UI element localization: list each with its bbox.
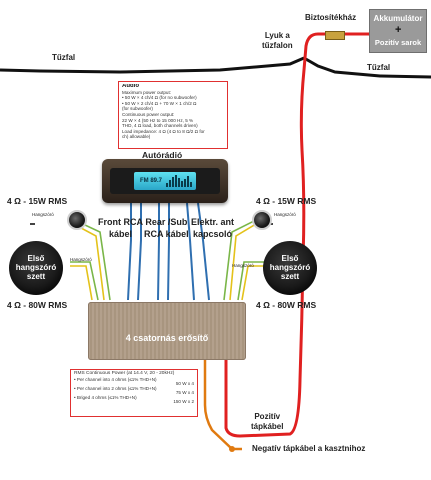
plus-icon: +	[395, 24, 402, 36]
audio-spec-line: Continuous power output:	[122, 111, 175, 117]
battery-label: Akkumulátor	[373, 14, 423, 23]
audio-spec-line: Load impedance: 4 Ω (4 Ω to 8 Ω/2 Ω for	[122, 128, 205, 134]
firewall-line-left	[0, 56, 305, 74]
amplifier-label: 4 csatornás erősítő	[125, 333, 209, 343]
rear-sub-line-2: RCA kábel	[144, 229, 189, 239]
woofer-right-line-3: szett	[280, 272, 300, 281]
ground-cable-label: Negatív tápkábel a kasztnihoz	[252, 444, 366, 453]
woofer-right-line-1: Első	[281, 254, 299, 263]
remote-line-2: kapcsoló	[193, 229, 233, 239]
head-unit-label: Autórádió	[142, 150, 183, 160]
tweeter-left-rating: 4 Ω - 15W RMS	[7, 196, 68, 206]
rms-spec-value: 150 W x 2	[173, 399, 194, 404]
woofer-wire-left-label: Hangszóró	[70, 257, 92, 262]
fuse-holder	[325, 31, 345, 40]
rms-spec-box: RMS Continuous Power (at 14.4 V, 20 - 20…	[70, 369, 198, 417]
tweeter-wire-left-label: Hangszóró	[32, 212, 54, 217]
rear-sub-line-1: Rear /Sub	[145, 217, 188, 227]
woofer-right-rating: 4 Ω - 80W RMS	[256, 300, 317, 310]
ground-terminal	[229, 446, 235, 452]
audio-spec-line: • 50 W × 2 ch/4 Ω + 70 W × 1 ch/2 Ω	[122, 100, 197, 106]
audio-spec-line: • 50 W × 4 ch/4 Ω (for no subwoofer)	[122, 95, 197, 101]
amplifier: 4 csatornás erősítő	[88, 302, 246, 360]
woofer-left-line-2: hangszóró	[15, 263, 57, 272]
front-rca-line-1: Front RCA	[98, 217, 143, 227]
positive-power-wire	[224, 32, 325, 438]
rms-spec-value: 75 W x 4	[175, 390, 194, 395]
radio-display: FM 89.7	[134, 172, 196, 190]
front-rca-line-2: kábel	[108, 229, 132, 239]
firewall-line-right	[303, 56, 431, 79]
woofer-right: Első hangszóró szett	[263, 241, 317, 295]
rear-sub-rca-label: Rear /Sub RCA kábel	[144, 216, 189, 240]
rms-spec-text: • Briged 4 ohms (≤1% THD+N)	[74, 395, 137, 400]
firewall-label-right: Tűzfal	[367, 63, 391, 72]
rms-spec-row: • Per channel into 2 ohms (≤1% THD+N) 75…	[74, 386, 194, 395]
audio-spec-line: ch) allowable)	[122, 134, 151, 140]
audio-spec-line: THD, 4 Ω load, both channels driven)	[122, 123, 198, 129]
radio-frequency: FM 89.7	[140, 178, 163, 184]
audio-spec-line: 22 W × 4 (50 Hz to 15 000 Hz, 5 %	[122, 117, 194, 123]
tweeter-left	[67, 210, 87, 230]
audio-spec-title: Audio	[122, 84, 139, 89]
woofer-left-label: Első hangszóró szett	[9, 254, 63, 281]
firewall-hole-label: Lyuk a tűzfalon	[262, 31, 293, 51]
tweeter-right-rating: 4 Ω - 15W RMS	[256, 196, 317, 206]
firewall-hole-line-1: Lyuk a	[264, 31, 290, 40]
audio-spec-box: Audio Maximum power output: • 50 W × 4 c…	[118, 81, 228, 149]
fuse-box-label: Biztosítékház	[305, 13, 357, 22]
rms-spec-row: • Per channel into 4 ohms (≤1% THD+N) 50…	[74, 377, 194, 386]
head-unit: FM 89.7	[102, 159, 228, 203]
rca-cables	[127, 202, 210, 301]
woofer-left-rating: 4 Ω - 80W RMS	[7, 300, 68, 310]
head-unit-face: FM 89.7	[110, 168, 220, 194]
positive-cable-line-2: tápkábel	[251, 422, 284, 431]
tweeter-wire-right-label: Hangszóró	[274, 212, 296, 217]
battery: Akkumulátor + Pozitív sarok	[369, 9, 427, 53]
woofer-right-label: Első hangszóró szett	[263, 254, 317, 281]
rms-spec-value: 50 W x 4	[175, 381, 194, 386]
woofer-wire-right-label: Hangszóró	[232, 263, 254, 268]
woofer-left: Első hangszóró szett	[9, 241, 63, 295]
woofer-right-line-2: hangszóró	[269, 263, 311, 272]
tweeter-right	[252, 210, 272, 230]
battery-terminal-label: Pozitív sarok	[374, 38, 422, 47]
positive-cable-line-1: Pozitív	[254, 412, 281, 421]
rms-spec-title: RMS Continuous Power (at 14.4 V, 20 - 20…	[74, 371, 175, 376]
ground-wire	[203, 360, 233, 450]
rms-spec-text: • Per channel into 2 ohms (≤1% THD+N)	[74, 386, 157, 391]
front-rca-label: Front RCA kábel	[98, 216, 143, 240]
woofer-left-line-1: Első	[27, 254, 45, 263]
rms-spec-row: • Briged 4 ohms (≤1% THD+N) 150 W x 2	[74, 395, 194, 404]
speaker-wires-right	[223, 219, 264, 301]
remote-turn-on-label: Elektr. ant kapcsoló	[191, 216, 234, 240]
firewall-label-left: Tűzfal	[52, 53, 76, 62]
audio-spec-line: (for subwoofer)	[122, 106, 153, 112]
remote-line-1: Elektr. ant	[191, 217, 235, 227]
audio-spec-line: Maximum power output:	[122, 89, 172, 95]
rms-spec-text: • Per channel into 4 ohms (≤1% THD+N)	[74, 377, 157, 382]
equalizer-icon	[166, 175, 192, 187]
firewall-hole-line-2: tűzfalon	[262, 41, 293, 50]
woofer-left-line-3: szett	[26, 272, 46, 281]
positive-cable-label: Pozitív tápkábel	[251, 412, 283, 432]
